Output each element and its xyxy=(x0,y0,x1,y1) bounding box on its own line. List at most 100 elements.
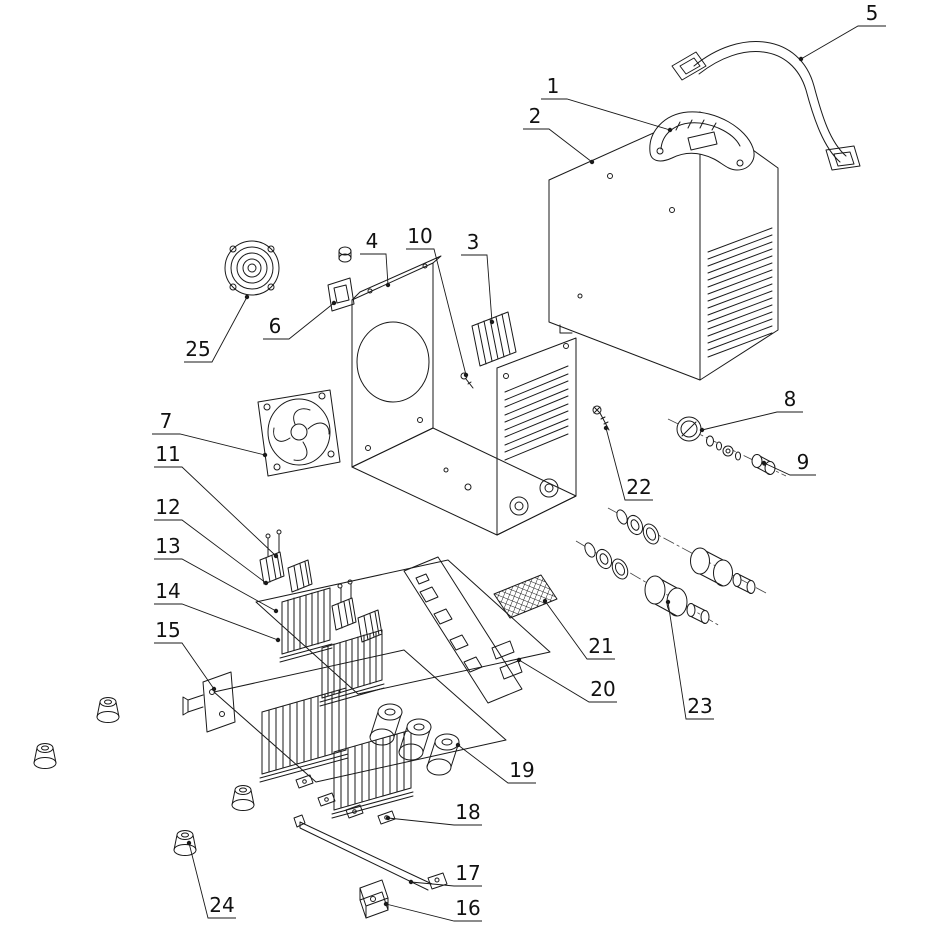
leader-line-12 xyxy=(154,519,267,584)
part-25-fan-guard xyxy=(224,240,280,296)
leader-dot-25 xyxy=(244,294,250,300)
leader-dot-13 xyxy=(273,608,279,614)
leader-dot-17 xyxy=(408,879,414,885)
leader-dot-24 xyxy=(186,840,192,846)
leader-line-25 xyxy=(184,296,248,363)
part-number-15: 15 xyxy=(155,618,180,642)
leader-dot-19 xyxy=(455,742,461,748)
part-number-20: 20 xyxy=(590,677,615,701)
part-18-clips xyxy=(295,774,396,825)
leader-dot-14 xyxy=(275,637,281,643)
leader-dot-15 xyxy=(211,686,217,692)
leader-line-8 xyxy=(701,411,803,431)
leader-dot-7 xyxy=(262,452,268,458)
part-2-cover xyxy=(548,111,779,381)
leader-dot-10 xyxy=(463,372,469,378)
front-panel-louvers xyxy=(504,365,569,461)
part-number-19: 19 xyxy=(509,758,534,782)
leader-line-18 xyxy=(387,817,482,826)
heatsinks-lower xyxy=(259,687,414,819)
part-17-bus-bar xyxy=(293,814,448,891)
leader-dot-22 xyxy=(603,425,609,431)
fan-mount-hole xyxy=(356,321,430,403)
part-21-heatsink-grid xyxy=(493,574,558,619)
part-number-4: 4 xyxy=(366,229,379,253)
leader-dot-20 xyxy=(516,657,522,663)
leader-dot-11 xyxy=(273,553,279,559)
leader-line-2 xyxy=(523,128,593,163)
part-20-pcb xyxy=(403,556,523,704)
part-number-12: 12 xyxy=(155,495,180,519)
part-8-knob-assembly xyxy=(676,416,741,461)
part-number-21: 21 xyxy=(588,634,613,658)
leader-line-24 xyxy=(188,842,236,919)
part-number-3: 3 xyxy=(467,230,480,254)
leader-line-5 xyxy=(800,25,886,60)
leader-dot-6 xyxy=(331,300,337,306)
leader-line-16 xyxy=(385,903,482,922)
leader-line-11 xyxy=(154,466,277,557)
part-23-output-terminals xyxy=(584,509,756,624)
leader-line-22 xyxy=(605,427,653,501)
leader-dot-21 xyxy=(542,598,548,604)
part-7-fan xyxy=(257,389,341,477)
part-number-6: 6 xyxy=(269,314,282,338)
part-number-16: 16 xyxy=(455,896,480,920)
leader-dot-4 xyxy=(385,282,391,288)
leader-line-17 xyxy=(410,881,482,887)
leader-line-23 xyxy=(667,601,714,720)
part-number-9: 9 xyxy=(797,450,810,474)
part-16-bottom-bracket xyxy=(359,879,389,919)
part-1-handle xyxy=(649,111,755,171)
leader-dot-23 xyxy=(665,599,671,605)
leader-dot-16 xyxy=(383,901,389,907)
part-24-rubber-feet xyxy=(33,697,255,856)
part-13-14-heatsinks-upper xyxy=(279,587,385,707)
part-number-10: 10 xyxy=(407,224,432,248)
labels-layer: 1234567891011121314151617181920212223242… xyxy=(152,1,886,922)
part-number-24: 24 xyxy=(209,893,234,917)
leader-line-13 xyxy=(154,558,277,612)
part-number-1: 1 xyxy=(547,74,560,98)
cover-bottom-notch xyxy=(559,324,573,334)
part-3-coil xyxy=(471,311,517,367)
part-number-11: 11 xyxy=(155,442,180,466)
leader-line-1 xyxy=(541,98,671,131)
part-number-13: 13 xyxy=(155,534,180,558)
leader-line-9 xyxy=(763,462,816,476)
leader-line-14 xyxy=(154,603,279,641)
cover-louvers xyxy=(707,227,773,358)
part-6-switch xyxy=(327,246,355,312)
part-number-17: 17 xyxy=(455,861,480,885)
part-number-5: 5 xyxy=(866,1,879,25)
part-number-22: 22 xyxy=(626,475,651,499)
leader-dot-1 xyxy=(667,127,673,133)
part-number-23: 23 xyxy=(687,694,712,718)
leader-dot-18 xyxy=(385,815,391,821)
part-number-2: 2 xyxy=(529,104,542,128)
part-number-7: 7 xyxy=(160,409,173,433)
part-19-capacitors xyxy=(369,703,460,776)
leader-line-3 xyxy=(461,254,493,323)
leader-dot-2 xyxy=(589,159,595,165)
part-22-screw xyxy=(592,405,610,431)
part-number-25: 25 xyxy=(185,337,210,361)
leader-dot-5 xyxy=(798,56,804,62)
part-number-8: 8 xyxy=(784,387,797,411)
leader-line-4 xyxy=(360,253,389,286)
part-4-chassis xyxy=(351,255,577,536)
leader-line-21 xyxy=(544,600,615,660)
leader-line-6 xyxy=(263,302,335,340)
part-11-12-transformer-blocks xyxy=(259,529,383,643)
leader-dot-9 xyxy=(761,460,767,466)
part-5-carry-strap xyxy=(671,41,861,171)
leader-dot-12 xyxy=(263,580,269,586)
leader-dot-3 xyxy=(489,319,495,325)
part-number-18: 18 xyxy=(455,800,480,824)
leader-dot-8 xyxy=(699,427,705,433)
leader-line-19 xyxy=(457,744,536,784)
part-number-14: 14 xyxy=(155,579,180,603)
leader-line-20 xyxy=(518,659,617,703)
